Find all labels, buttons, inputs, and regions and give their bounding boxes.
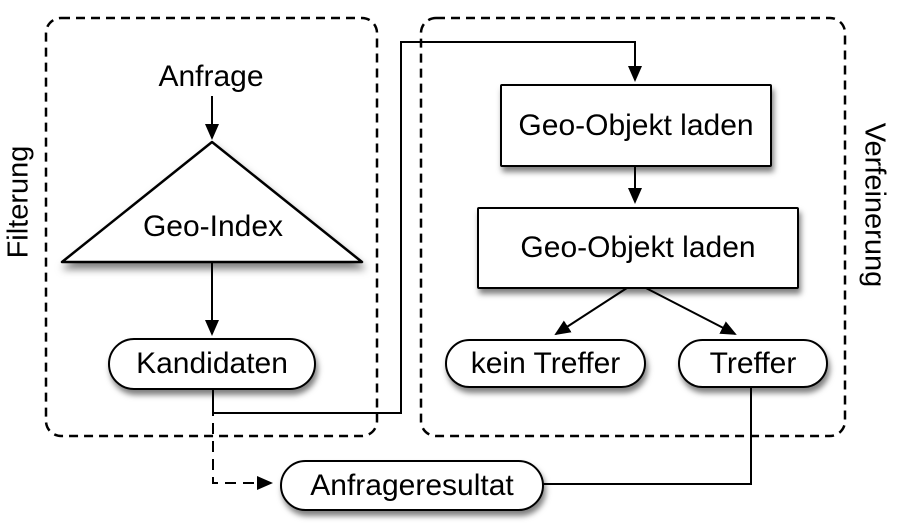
group-label-filterung: Filterung [2, 145, 35, 259]
geo-index-triangle [60, 140, 364, 264]
node-treffer: Treffer [678, 339, 828, 388]
node-kandidaten: Kandidaten [108, 338, 316, 390]
node-geo-objekt-laden-2: Geo-Objekt laden [477, 207, 799, 289]
node-geo-objekt-laden-1: Geo-Objekt laden [500, 84, 772, 167]
edge-geoobjekt2-to-treffer [641, 285, 737, 335]
node-kein-treffer: kein Treffer [445, 339, 646, 388]
group-box-filterung [44, 16, 379, 438]
edge-treffer-to-anfrageresultat [543, 387, 752, 485]
node-anfrage: Anfrage [158, 60, 264, 93]
group-label-verfeinerung: Verfeinerung [858, 122, 891, 288]
edge-geoobjekt2-to-keintreffer [554, 285, 631, 336]
group-box-verfeinerung [419, 16, 847, 438]
node-anfrageresultat: Anfrageresultat [280, 460, 544, 511]
node-geo-index-label: Geo-Index [142, 210, 284, 243]
edge-kandidaten-to-anfrageresultat-dashed [212, 387, 273, 490]
